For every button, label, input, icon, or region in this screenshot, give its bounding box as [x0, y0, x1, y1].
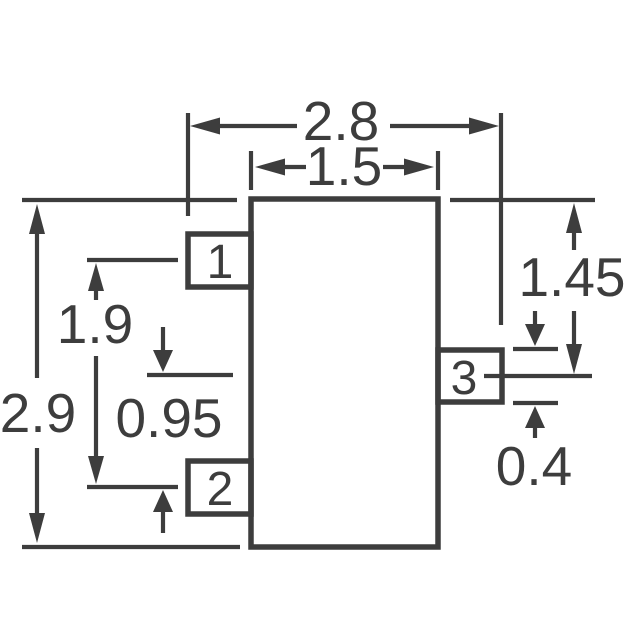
dim-body-width: 1.5 — [248, 135, 441, 197]
arrow-right-icon — [404, 158, 434, 176]
arrow-left-icon — [255, 158, 285, 176]
dim-overall-height: 2.9 — [0, 197, 240, 550]
dim-pin-pitch-label: 0.95 — [115, 387, 222, 449]
dim-pin3-lead-width: 0.4 — [496, 311, 572, 497]
arrow-up-icon — [525, 406, 545, 428]
arrow-left-icon — [190, 117, 220, 135]
dim-body-width-label: 1.5 — [306, 135, 382, 197]
dim-pin-pitch: 0.95 — [115, 327, 233, 533]
dim-overall-width: 2.8 — [185, 90, 504, 325]
pin3-label: 3 — [451, 352, 478, 405]
pin1-label: 1 — [207, 236, 234, 289]
arrow-down-icon — [566, 344, 582, 374]
dim-pin1-pin2-label: 1.9 — [57, 293, 133, 355]
arrow-up-icon — [153, 490, 173, 512]
pin2-box — [185, 458, 254, 517]
package-shape: 1 2 3 — [185, 196, 505, 550]
arrow-up-icon — [29, 204, 45, 234]
dim-pin1-pin2-span: 1.9 — [57, 257, 178, 490]
dim-top-to-pin3: 1.45 — [450, 197, 626, 379]
arrow-up-icon — [566, 203, 582, 233]
arrow-down-icon — [153, 350, 173, 372]
arrow-down-icon — [29, 513, 45, 543]
arrow-down-icon — [88, 456, 104, 484]
dim-pin3-lead-width-label: 0.4 — [496, 435, 572, 497]
dim-top-to-pin3-label: 1.45 — [518, 246, 625, 308]
pin2-label: 2 — [207, 463, 234, 516]
package-body — [248, 196, 441, 550]
pin1-box — [185, 231, 254, 290]
arrow-right-icon — [469, 117, 499, 135]
arrow-up-icon — [88, 263, 104, 291]
dim-overall-height-label: 2.9 — [0, 382, 76, 444]
arrow-down-icon — [525, 324, 545, 346]
dim-overall-width-label: 2.8 — [303, 90, 379, 152]
